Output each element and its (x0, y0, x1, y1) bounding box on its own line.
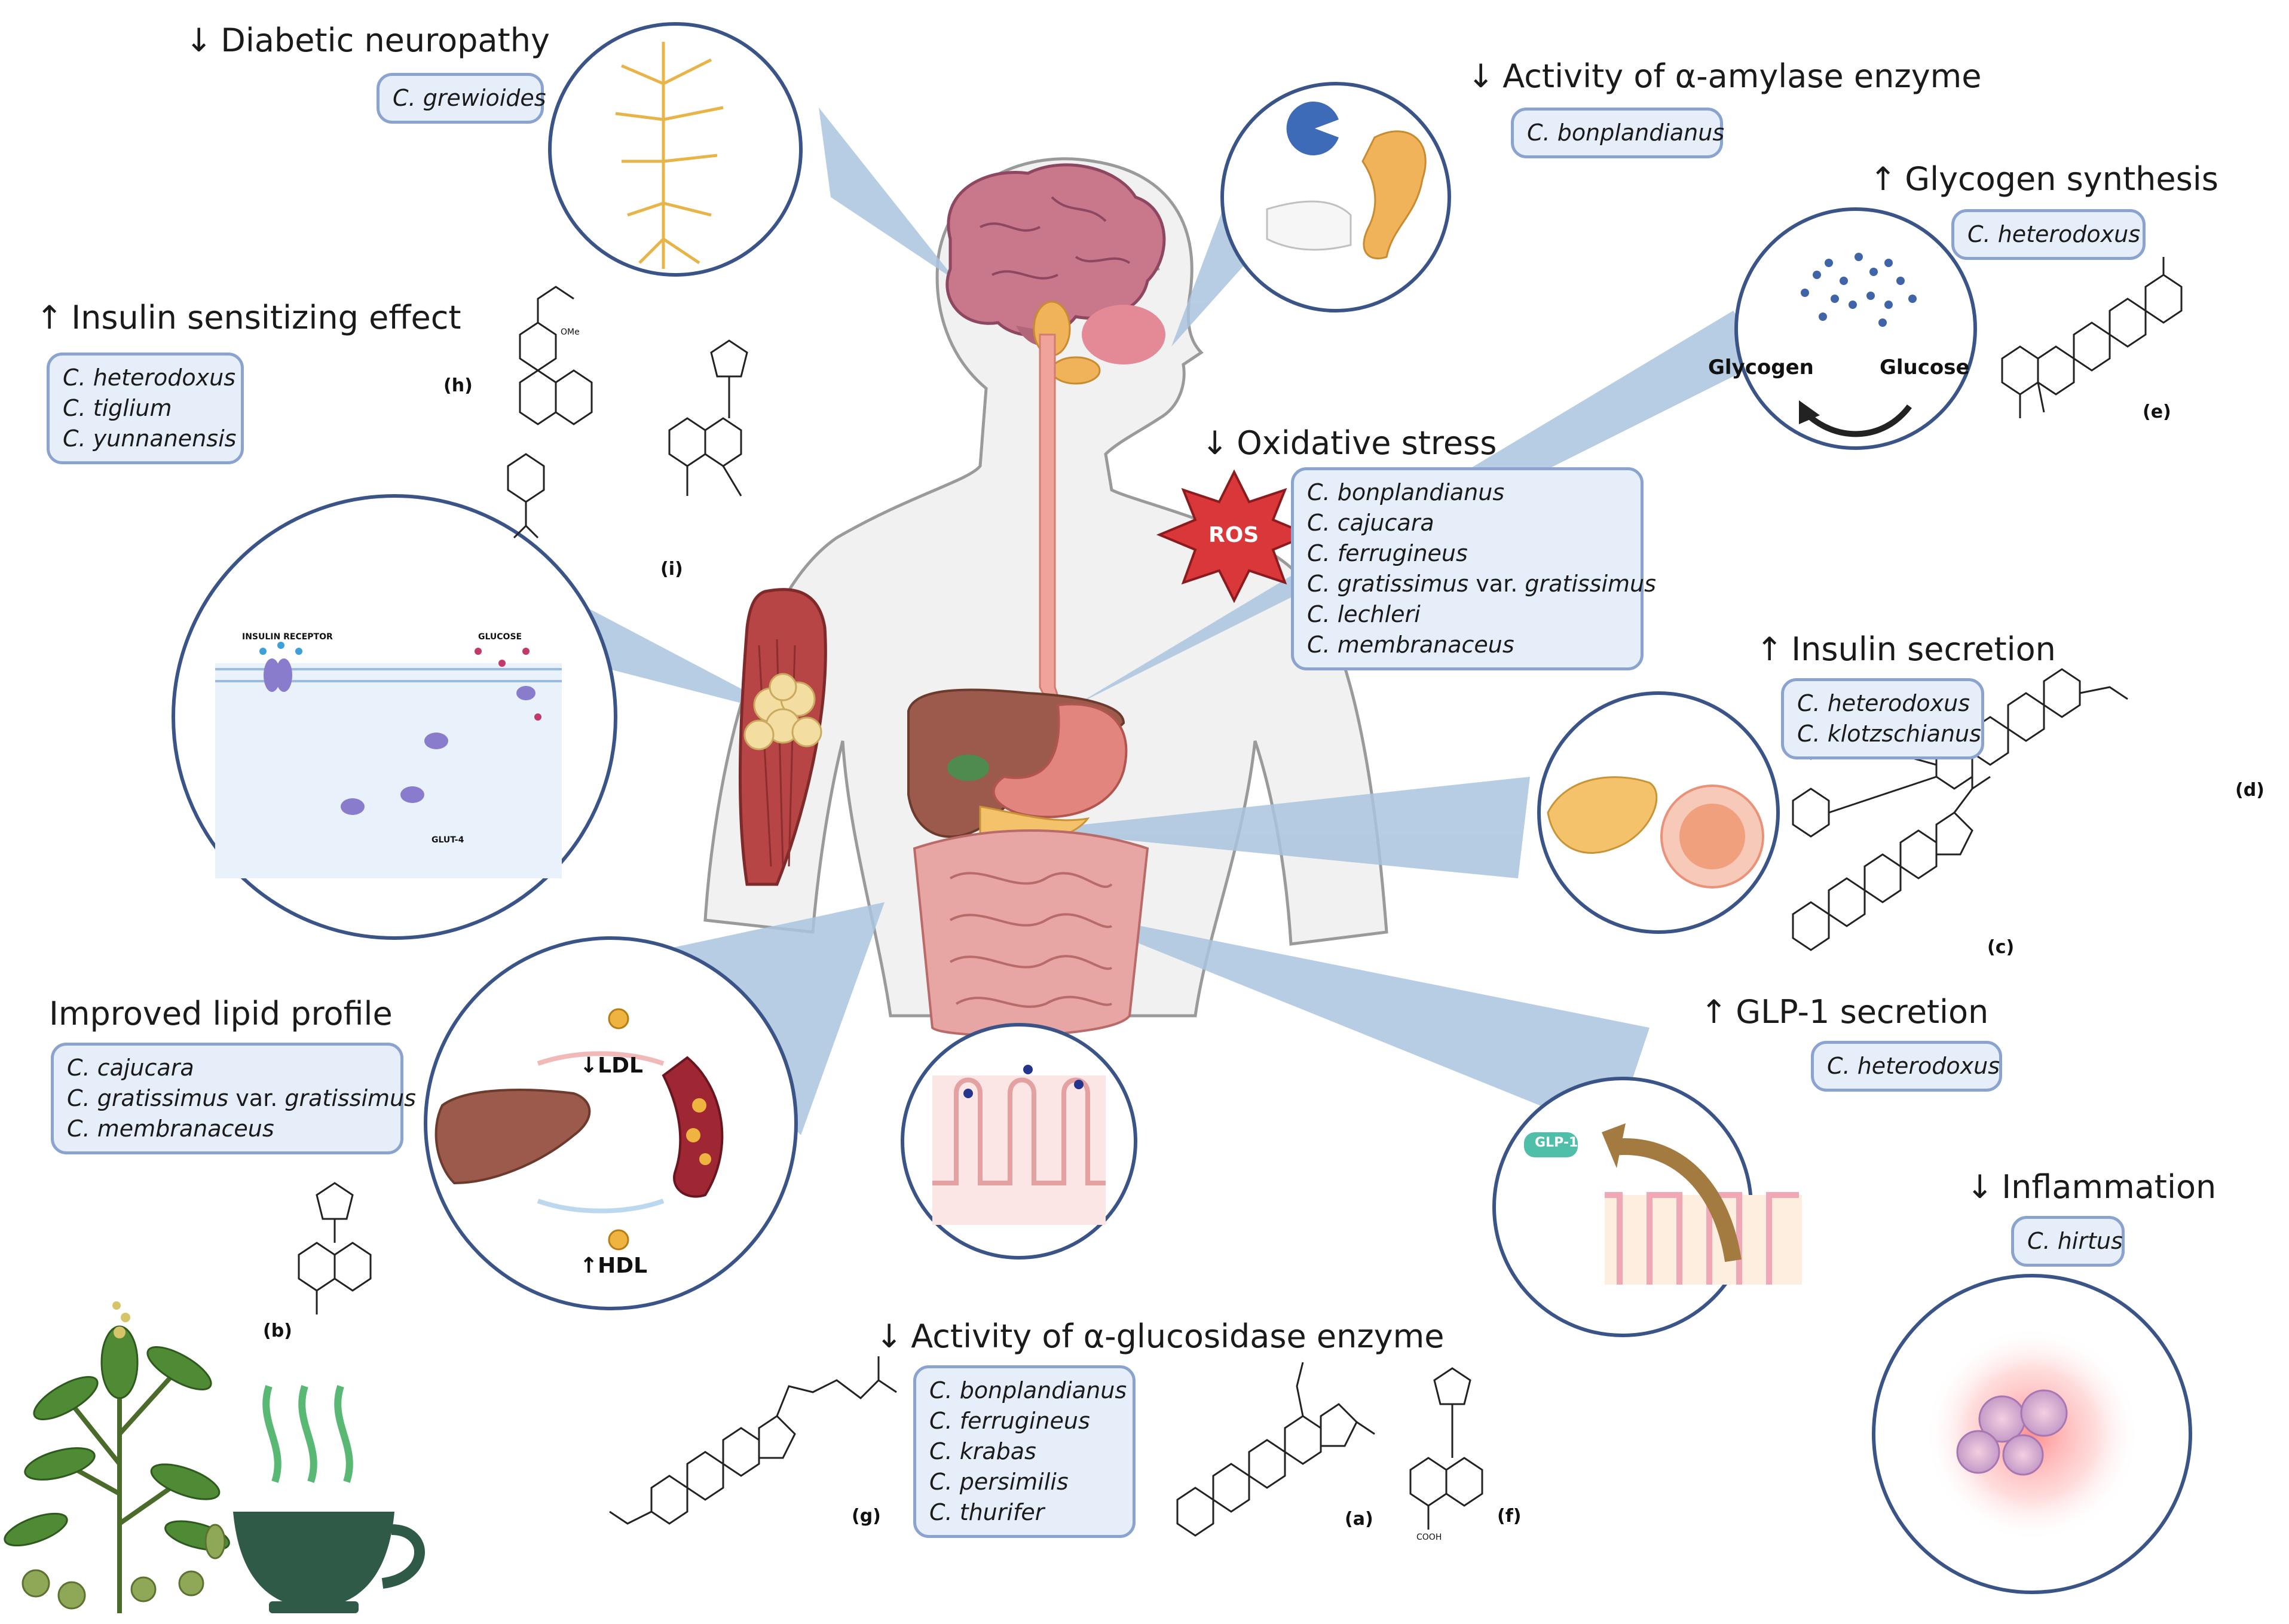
species-grewioides: C. grewioides (393, 85, 546, 111)
gallbladder (947, 755, 989, 781)
amylase-circle (1220, 82, 1451, 312)
insulin-receptor-label: INSULIN RECEPTOR (242, 632, 333, 642)
molecule-label-e: (e) (2143, 402, 2171, 422)
glycogen-circle (1734, 207, 1977, 450)
cooh-label-f: COOH (1416, 1533, 1442, 1542)
glut4-circle (172, 494, 617, 940)
species-krabas: C. krabas (929, 1438, 1036, 1464)
molecule-i (668, 339, 748, 497)
glut4-label: GLUT-4 (432, 835, 464, 845)
intestines (913, 829, 1149, 1037)
ome-label-h: OMe (561, 327, 580, 337)
molecule-label-i: (i) (660, 559, 683, 580)
species-box-glp1: C. heterodoxus (1811, 1041, 2002, 1092)
molecule-label-c: (c) (1987, 937, 2015, 958)
tea-cup (233, 1385, 425, 1613)
species-box-lipid: C. cajucara C. gratissimus var. gratissi… (51, 1043, 416, 1154)
species-persimilis: C. persimilis (929, 1469, 1069, 1495)
heading-inflammation: ↓Inflammation (1966, 1168, 2217, 1206)
molecule-c (1792, 765, 1991, 951)
heading-insulin-sensitizing: ↑Insulin sensitizing effect (36, 299, 461, 336)
species-box-amylase: C. bonplandianus (1511, 108, 1725, 158)
molecule-g (609, 1356, 897, 1525)
heading-glp1-secretion: ↑GLP-1 secretion (1700, 993, 1989, 1031)
species-gratissimus: C. gratissimus var. gratissimus (1307, 571, 1656, 597)
heading-alpha-glucosidase: ↓Activity of α-glucosidase enzyme (876, 1317, 1445, 1355)
molecule-label-f: (f) (1497, 1506, 1522, 1527)
molecule-label-d: (d) (2235, 780, 2264, 801)
species-box-glycogen: C. heterodoxus (1951, 209, 2146, 260)
heading-insulin-secretion: ↑Insulin secretion (1756, 630, 2056, 668)
ros-starburst (1156, 469, 1312, 603)
species-box-neuropathy: C. grewioides (377, 73, 546, 124)
molecule-e (2001, 257, 2183, 418)
glp1-circle (1492, 1077, 1802, 1337)
glp1-pill-label: GLP-1 (1535, 1135, 1578, 1150)
heading-lipid-profile: Improved lipid profile (49, 995, 393, 1032)
species-box-glucosidase: C. bonplandianus C. ferrugineus C. kraba… (913, 1365, 1136, 1538)
species-cajucara: C. cajucara (1307, 510, 1434, 536)
molecule-label-b: (b) (263, 1320, 292, 1341)
species-heterodoxus: C. heterodoxus (1827, 1053, 2000, 1079)
species-heterodoxus: C. heterodoxus (1967, 221, 2141, 247)
arm-muscle (738, 588, 827, 886)
glucose-label: Glucose (1880, 356, 1970, 379)
species-box-oxidative: C. bonplandianus C. cajucara C. ferrugin… (1291, 467, 1656, 670)
species-heterodoxus: C. heterodoxus (63, 364, 236, 391)
molecule-b (298, 1182, 372, 1314)
species-lechleri: C. lechleri (1307, 601, 1421, 627)
species-membranaceus: C. membranaceus (1307, 632, 1514, 658)
species-bonplandianus: C. bonplandianus (929, 1377, 1127, 1404)
hdl-label: ↑HDL (580, 1254, 648, 1278)
species-bonplandianus: C. bonplandianus (1307, 479, 1505, 505)
species-gratissimus: C. gratissimus var. gratissimus (67, 1085, 416, 1111)
ros-label: ROS (1208, 523, 1259, 547)
glycogen-label: Glycogen (1708, 356, 1814, 379)
species-tiglium: C. tiglium (63, 395, 172, 421)
heading-diabetic-neuropathy: ↓Diabetic neuropathy (185, 22, 550, 59)
molecule-h (507, 286, 593, 539)
species-heterodoxus: C. heterodoxus (1797, 690, 1970, 716)
neuropathy-circle (548, 22, 803, 277)
molecule-a (1176, 1362, 1375, 1537)
molecule-label-g: (g) (852, 1506, 881, 1527)
glucosidase-circle (901, 1023, 1137, 1260)
croton-plant (4, 1301, 230, 1613)
oral-cavity (1082, 305, 1165, 364)
species-hirtus: C. hirtus (2027, 1228, 2123, 1254)
species-cajucara: C. cajucara (67, 1055, 194, 1081)
species-ferrugineus: C. ferrugineus (929, 1408, 1090, 1434)
species-klotzschianus: C. klotzschianus (1797, 721, 1981, 747)
glucose-small-label: GLUCOSE (478, 632, 522, 642)
ldl-label: ↓LDL (580, 1053, 643, 1078)
insulin-secretion-circle (1537, 691, 1780, 934)
inflammation-circle (1872, 1274, 2192, 1594)
molecule-label-a: (a) (1345, 1509, 1373, 1530)
species-yunnanensis: C. yunnanensis (63, 425, 237, 452)
species-membranaceus: C. membranaceus (67, 1116, 274, 1142)
molecule-label-h: (h) (443, 375, 473, 396)
species-box-insulin-sensitizing: C. heterodoxus C. tiglium C. yunnanensis (47, 353, 244, 464)
molecule-f (1409, 1367, 1483, 1530)
species-ferrugineus: C. ferrugineus (1307, 540, 1468, 566)
species-thurifer: C. thurifer (929, 1499, 1045, 1525)
species-box-insulin-secretion: C. heterodoxus C. klotzschianus (1781, 678, 1984, 759)
heading-alpha-amylase: ↓Activity of α-amylase enzyme (1467, 57, 1982, 95)
heading-glycogen-synthesis: ↑Glycogen synthesis (1869, 160, 2218, 198)
species-box-inflammation: C. hirtus (2011, 1216, 2125, 1267)
lipid-circle (424, 936, 798, 1310)
heading-oxidative-stress: ↓Oxidative stress (1201, 424, 1497, 462)
species-bonplandianus: C. bonplandianus (1527, 119, 1725, 146)
